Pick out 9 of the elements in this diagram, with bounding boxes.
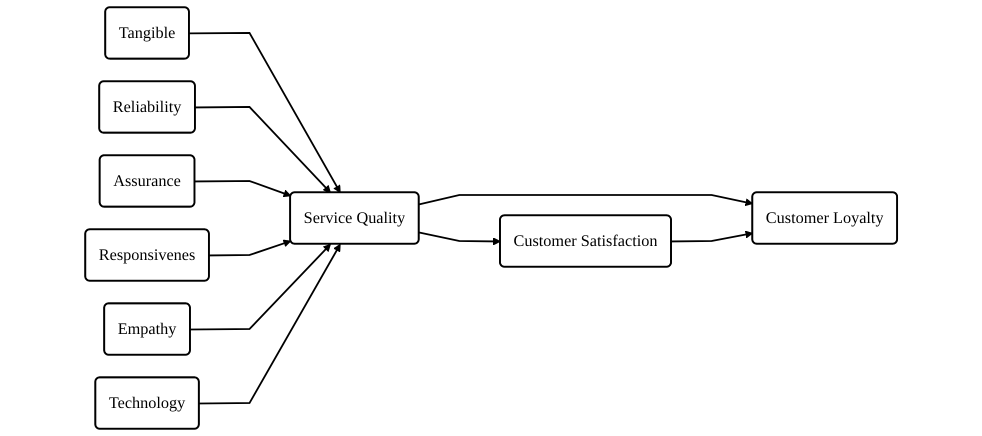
arrow [209,240,291,256]
arrow [671,230,753,242]
arrow [199,244,340,404]
arrow [418,232,501,246]
arrow [195,106,331,194]
arrow [418,194,753,206]
arrow [194,180,291,198]
arrow [190,244,331,330]
arrow [189,32,340,194]
